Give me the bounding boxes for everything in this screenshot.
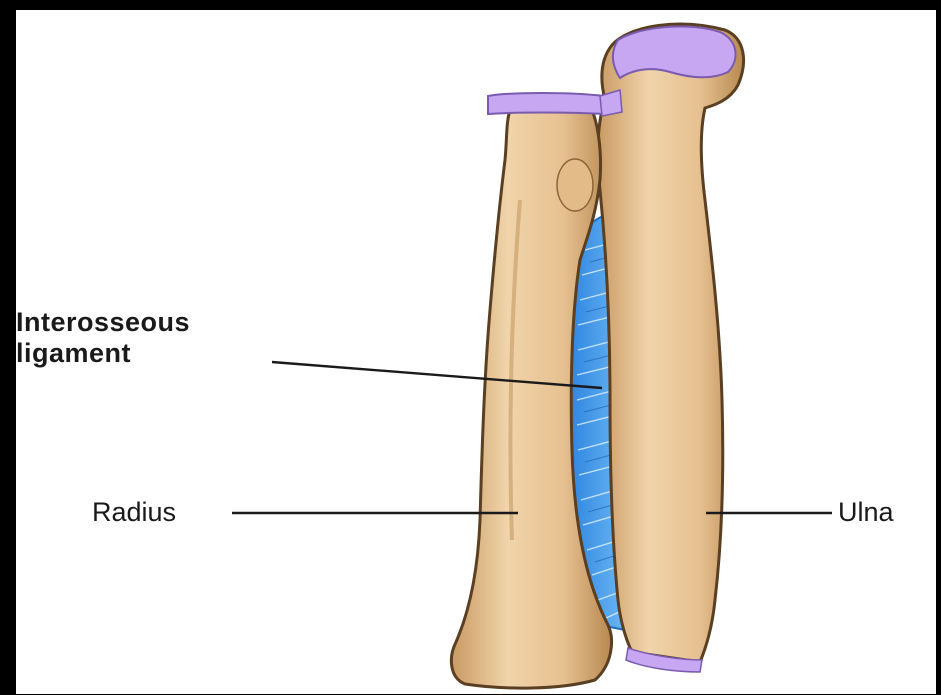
ulna-label: Ulna [838, 496, 894, 528]
interosseous-label-line1: Interosseous [16, 306, 190, 338]
interosseous-label-line2: ligament [16, 337, 131, 369]
radius-label: Radius [92, 496, 176, 528]
